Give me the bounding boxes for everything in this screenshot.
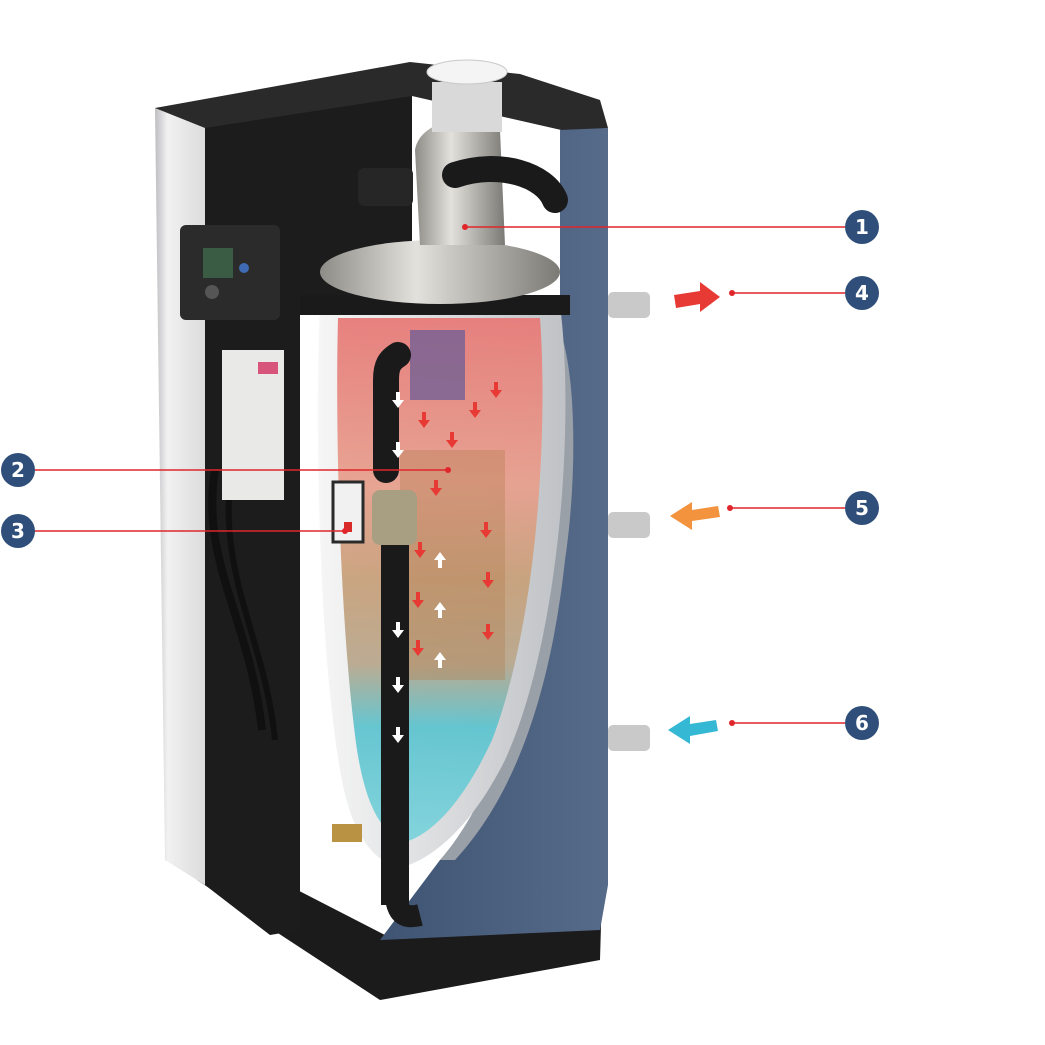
callouts: 1 2 3 4 5 6 [1,210,879,740]
callout-6: 6 [729,706,879,740]
flow-arrows-white [392,392,446,743]
flow-arrow-red-icon [414,542,426,558]
drain-valve [332,824,362,842]
callout-4: 4 [729,276,879,310]
orange-inlet-arrow-icon [670,502,720,530]
flow-arrow-white-icon [434,552,446,568]
mixing-valve [372,490,417,545]
callout-number: 1 [855,215,869,239]
air-intake-hose [442,156,568,213]
cabinet-base [197,840,602,1000]
cabinet-front-panel [155,100,205,885]
callout-anchor-dot [727,505,733,511]
callout-3: 3 [1,514,348,548]
flow-arrow-red-icon [482,624,494,640]
flow-arrow-red-icon [446,432,458,448]
callout-anchor-dot [342,528,348,534]
top-deck [300,295,570,315]
callout-anchor-dot [729,290,735,296]
flow-arrow-red-icon [469,402,481,418]
callout-number: 2 [11,458,25,482]
flow-arrow-red-icon [430,480,442,496]
gas-valve [358,168,413,206]
cable-loom [208,469,266,731]
flow-arrow-white-icon [434,652,446,668]
flow-arrow-white-icon [392,622,404,638]
callout-badge [845,210,879,244]
callout-number: 4 [855,281,869,305]
flow-arrow-white-icon [392,392,404,408]
callout-anchor-dot [729,720,735,726]
flow-arrows-red [412,382,502,656]
connection-pipe-upper [608,292,650,318]
callout-number: 3 [11,519,25,543]
callout-badge [1,514,35,548]
side-connections [608,292,650,751]
flow-arrow-red-icon [412,640,424,656]
callout-badge [845,706,879,740]
callout-1: 1 [462,210,879,244]
callout-5: 5 [727,491,879,525]
callout-number: 6 [855,711,869,735]
flue-cap [426,59,508,85]
callout-2: 2 [1,453,451,487]
red-outlet-arrow-icon [674,282,720,312]
flue-pipe [432,82,502,132]
callout-number: 5 [855,496,869,520]
dip-tube-bend [384,879,423,928]
flow-arrow-red-icon [412,592,424,608]
flow-arrow-white-icon [434,602,446,618]
callout-badge [845,491,879,525]
callout-anchor-dot [462,224,468,230]
heat-exchanger-tubes [400,450,505,680]
control-button-icon [239,263,249,273]
dip-tube-upper [373,342,411,483]
flow-arrow-red-icon [482,572,494,588]
connection-pipe-middle [608,512,650,538]
connection-arrows [668,282,720,744]
callout-badge [845,276,879,310]
control-display [203,248,233,278]
temperature-sensor-box [331,480,365,544]
flow-arrow-red-icon [418,412,430,428]
pcb-board [222,350,284,500]
pcb-connector [258,362,278,374]
burner-plate [320,240,560,304]
cable-loom-2 [225,479,278,741]
connection-pipe-lower [608,725,650,751]
cabinet-insulation-wall [380,128,608,940]
flow-arrow-white-icon [392,677,404,693]
callout-anchor-dot [445,467,451,473]
callout-badge [1,453,35,487]
flow-arrow-red-icon [490,382,502,398]
sensor-led [344,522,352,532]
cyan-inlet-arrow-icon [668,716,718,744]
flow-arrow-white-icon [392,442,404,458]
burner-assembly [300,59,570,315]
heat-exchanger-coil [410,330,465,400]
control-knob-icon [205,285,219,299]
controls [180,225,365,544]
flow-arrow-white-icon [392,727,404,743]
flow-arrow-red-icon [480,522,492,538]
dip-tube [332,342,423,928]
